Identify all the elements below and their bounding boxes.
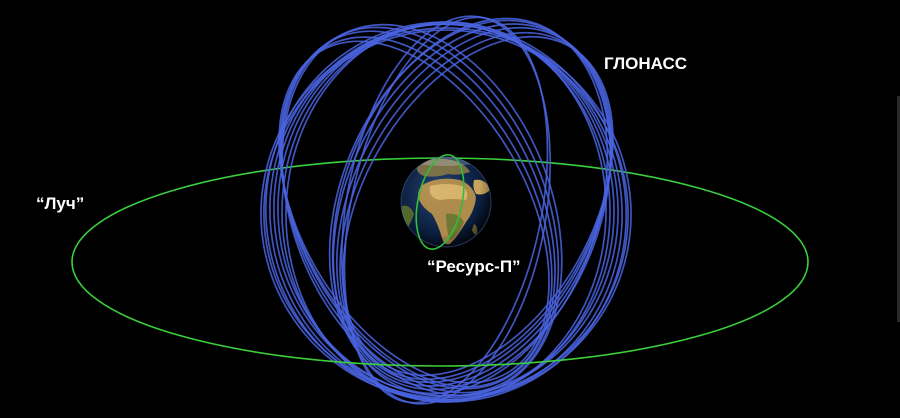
- glonass-orbit: [279, 36, 553, 388]
- glonass-orbits: [260, 15, 632, 405]
- luch-label: “Луч”: [36, 194, 85, 213]
- resurs-orbit: [415, 154, 465, 250]
- resurs-label: “Ресурс-П”: [427, 257, 521, 276]
- glonass-orbit: [263, 29, 629, 399]
- glonass-orbit: [331, 17, 609, 395]
- earth-globe-icon: [400, 156, 492, 248]
- glonass-orbit: [340, 15, 552, 405]
- glonass-orbit: [335, 26, 613, 384]
- glonass-orbit: [264, 21, 628, 403]
- glonass-label: ГЛОНАСС: [604, 54, 688, 73]
- luch-orbit-front: [71, 261, 809, 367]
- glonass-orbit: [260, 27, 632, 401]
- glonass-orbit: [281, 23, 563, 397]
- window-edge-bar: [897, 96, 900, 322]
- glonass-orbit: [328, 19, 612, 391]
